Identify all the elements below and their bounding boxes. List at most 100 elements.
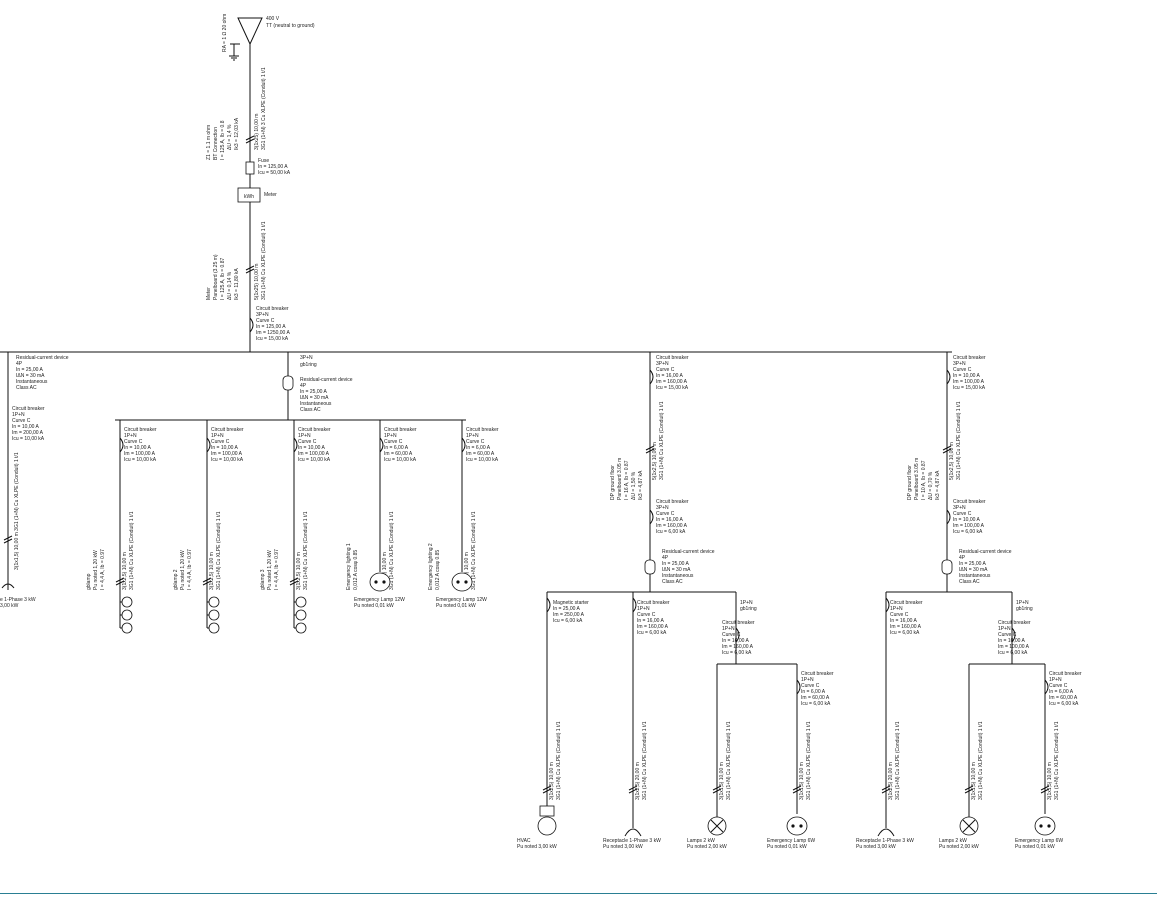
emergency-load-power: Pu noted 0,01 kW [354, 603, 394, 609]
sub-cb3-line-5: Im = 60,00 A [801, 695, 830, 701]
branch-breaker-5-line-1: Circuit breaker [466, 427, 499, 433]
branch-breaker-1-line-6: Icu = 10,00 kA [124, 457, 157, 463]
magnetic-starter-line-3: Im = 250,00 A [553, 612, 585, 618]
branch-meta-2: Pu noted 1,20 kW [93, 550, 99, 590]
lamp-dot [374, 580, 378, 584]
branch-breaker-2-line-3: Curve C [211, 439, 230, 445]
load-cable-2: 3G1 (1+N) Cu XLPE (Conduit) 1 t/1 [726, 721, 732, 800]
branch-breaker-2-line-4: In = 10,00 A [211, 445, 238, 451]
main-breaker: Circuit breaker 3P+N Curve C In = 125,00… [249, 306, 290, 342]
sub-cb3-line-1: Circuit breaker [801, 671, 834, 677]
branch-breaker-4-line-6: Icu = 10,00 kA [384, 457, 417, 463]
branch-breaker-1-line-5: Im = 100,00 A [124, 451, 156, 457]
load-cable-1: 3(1x1,5) 10,00 m [971, 762, 977, 800]
sub-cb2-line-1: Circuit breaker [722, 620, 755, 626]
meter: kWh Meter [237, 187, 277, 203]
feeder-meta-1: Meter [206, 287, 212, 300]
sub-cb1-line-1: Circuit breaker [890, 600, 923, 606]
load-power: Pu noted 2,00 kW [687, 844, 727, 850]
branch-breaker-symbol [293, 437, 298, 453]
svg-text:Residual-current device: Residual-current device [16, 355, 69, 361]
sub-cb1-line-3: Curve C [637, 612, 656, 618]
svg-text:gb1ring: gb1ring [300, 362, 317, 368]
sub-cb3-line-2: 1P+N [801, 677, 814, 683]
branch-breaker-1-line-1: Circuit breaker [124, 427, 157, 433]
svg-text:3P+N: 3P+N [256, 312, 269, 318]
branch-cable-2: 3G1 (1+N) Cu XLPE (Conduit) 1 t/1 [129, 511, 135, 590]
svg-text:IΔN = 30 mA: IΔN = 30 mA [300, 395, 329, 401]
sub-breaker-2-line-1: Circuit breaker [953, 499, 986, 505]
sub-rcd-line-6: Class AC [662, 579, 683, 585]
sub-cable-meta-5: Ik3 = 4,87 kA [935, 470, 941, 500]
feeder-cable-line-1: 5(1x25) 10,00 m [254, 264, 260, 300]
sub-rcd-line-1: Residual-current device [662, 549, 715, 555]
svg-text:Residual-current device: Residual-current device [300, 377, 353, 383]
emergency-load-power: Pu noted 0,01 kW [436, 603, 476, 609]
branch-breaker-3-line-3: Curve C [298, 439, 317, 445]
svg-text:Im = 200,00 A: Im = 200,00 A [12, 430, 44, 436]
branch-breaker-5-line-4: In = 6,00 A [466, 445, 491, 451]
service-cable-meta-2: BT Connection [213, 127, 219, 160]
sub-cb2-line-2: 1P+N [722, 626, 735, 632]
load-cable-2: 3G1 (1+N) Cu XLPE (Conduit) 1 t/1 [895, 721, 901, 800]
sub-breaker-line-6: Icu = 15,00 kA [656, 385, 689, 391]
svg-text:Im = 1250,00 A: Im = 1250,00 A [256, 330, 290, 336]
load-name: Receptacle 1-Phase 3 kW [603, 838, 661, 844]
sub-cb2-line-5: Im = 100,00 A [998, 644, 1030, 650]
load-name: Lamps 2 kW [939, 838, 967, 844]
lamp-dot [456, 580, 460, 584]
branch-breaker-5-line-5: Im = 60,00 A [466, 451, 495, 457]
sub-rcd-line-4: IΔN = 30 mA [959, 567, 988, 573]
branch-breaker-2-line-6: Icu = 10,00 kA [211, 457, 244, 463]
sub-cb3-line-3: Curve C [1049, 683, 1068, 689]
sub-breaker-2-line-1: Circuit breaker [656, 499, 689, 505]
service-cable: 3(1x25) 10,00 m 3G1 (1+N) 3 Cu XLPE (Con… [206, 67, 267, 160]
branch-breaker-symbol [461, 437, 466, 453]
fuse-label: Fuse [258, 158, 269, 164]
svg-text:In = 125,00 A: In = 125,00 A [256, 324, 286, 330]
branch-cable-2: 3G1 (1+N) Cu XLPE (Conduit) 1 t/1 [389, 511, 395, 590]
sub-cable-2: 3G1 (1+N) Cu XLPE (Conduit) 1 t/1 [659, 401, 665, 480]
sub-cb3-line-6: Icu = 6,00 kA [1049, 701, 1079, 707]
branch-breaker-1-line-4: In = 10,00 A [124, 445, 151, 451]
load-power: Pu noted 0,01 kW [767, 844, 807, 850]
load-cable-1: 3(1x1,5) 10,00 m [719, 762, 725, 800]
load-name: Emergency Lamp 6W [1015, 838, 1063, 844]
load-cable-1: 3(1x1,5) 10,00 m [1047, 762, 1053, 800]
service-cable-line-1: 3(1x25) 10,00 m [254, 114, 260, 150]
load-cable-2: 3G1 (1+N) Cu XLPE (Conduit) 1 t/1 [978, 721, 984, 800]
sub-cb1-line-4: In = 16,00 A [890, 618, 917, 624]
load-cable-1: 3(1x1,5) 10,00 m [799, 762, 805, 800]
sub-breaker-line-1: Circuit breaker [656, 355, 689, 361]
left-branch: Residual-current device 4P In = 25,00 A … [0, 352, 69, 609]
sub-cb2-line-6: Icu = 6,00 kA [998, 650, 1028, 656]
sub-cb3-line-6: Icu = 6,00 kA [801, 701, 831, 707]
load-cable-2: 3G1 (1+N) Cu XLPE (Conduit) 1 t/1 [556, 721, 562, 800]
sub-cb2-line-4: In = 16,00 A [722, 638, 749, 644]
sub-cable-meta-3: I = 10 A, Ib = 0.87 [921, 460, 927, 500]
branch-breaker-1-line-3: Curve C [124, 439, 143, 445]
sub-cable-meta-1: DP ground floor [610, 465, 616, 500]
service-cable-meta-3: I = 125 A, Ib = 0.8 [220, 120, 226, 160]
svg-text:3(1x1,5) 10,00 m 3G1 (1+N) Cu: 3(1x1,5) 10,00 m 3G1 (1+N) Cu XLPE (Cond… [14, 452, 20, 570]
left-load-power: 3,00 kW [0, 603, 19, 609]
sub-cb3-line-4: In = 6,00 A [1049, 689, 1074, 695]
branch-meta-2: 0,012 A cosφ 0.85 [435, 550, 441, 590]
sub-cable-meta-1: DP ground floor [907, 465, 913, 500]
lamp-icon [121, 622, 133, 634]
emergency-lamp-icon [451, 572, 473, 592]
lamp-dot [382, 580, 386, 584]
sub-sub-line-2: gb1ring [1016, 606, 1033, 612]
cable-tick [115, 577, 125, 586]
load-cable-2: 3G1 (1+N) Cu XLPE (Conduit) 1 t/1 [642, 721, 648, 800]
lamp-dot [791, 824, 795, 828]
sub-cable-meta-5: Ik3 = 4,87 kA [638, 470, 644, 500]
sub-rcd-line-2: 4P [662, 555, 669, 561]
svg-text:In = 25,00 A: In = 25,00 A [16, 367, 43, 373]
magnetic-starter-line-1: Magnetic starter [553, 600, 589, 606]
branch-breaker-5-line-2: 1P+N [466, 433, 479, 439]
fuse-icu: Icu = 50,00 kA [258, 170, 291, 176]
